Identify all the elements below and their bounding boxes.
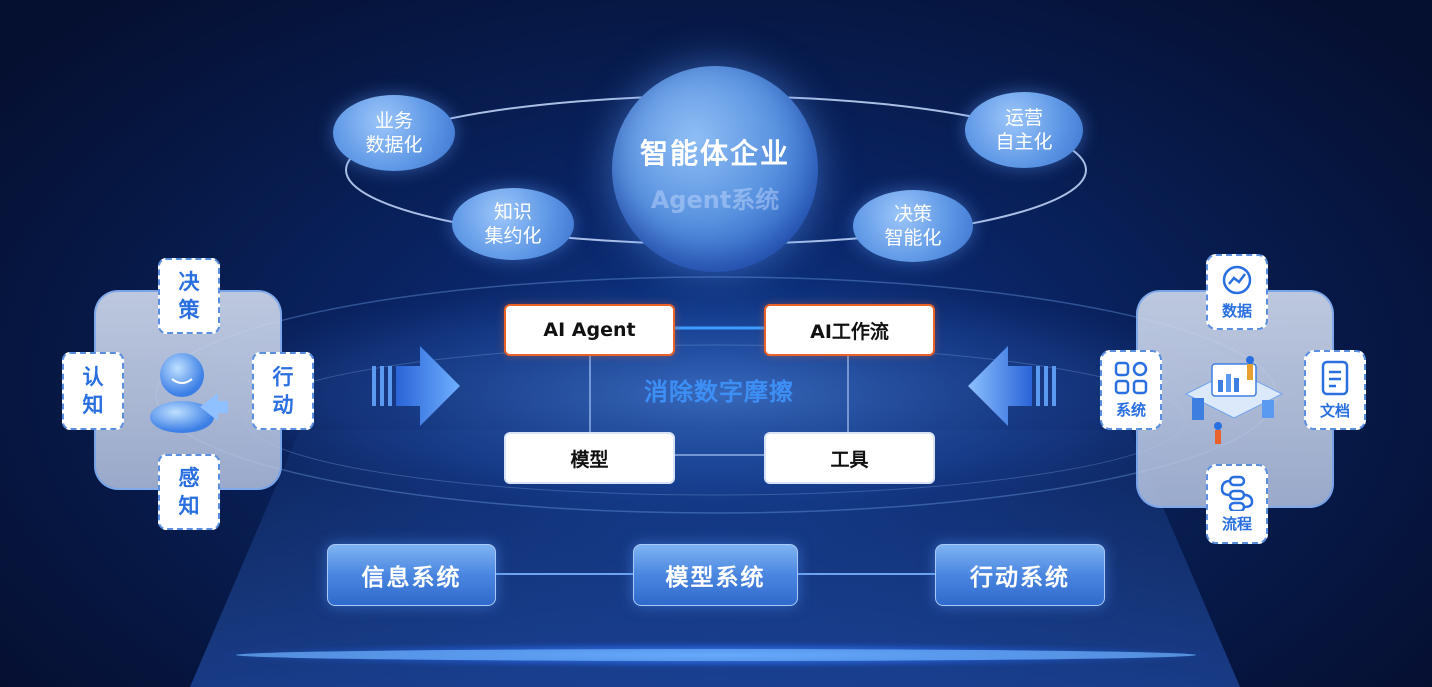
info-system-box: 信息系统 <box>327 544 496 606</box>
perception-char: 知 <box>178 494 200 518</box>
trend-chart-icon <box>1222 265 1252 294</box>
document-label: 文档 <box>1319 401 1350 420</box>
agent-avatar-icon <box>140 345 230 435</box>
system-box: 系统 <box>1100 350 1162 430</box>
action-char: 动 <box>272 393 294 417</box>
model-box: 模型 <box>504 432 675 484</box>
core-globe: 智能体企业 Agent系统 <box>612 66 818 272</box>
bubble-line: 运营 <box>1004 107 1043 129</box>
bubble-line: 智能化 <box>884 227 942 249</box>
core-subtitle: Agent系统 <box>650 186 780 214</box>
bubble-operations: 运营 自主化 <box>965 92 1083 168</box>
decision-char: 策 <box>178 298 200 322</box>
bubble-decision: 决策 智能化 <box>853 190 973 262</box>
dashboard-illustration-icon <box>1178 350 1290 450</box>
document-icon <box>1321 360 1349 395</box>
process-label: 流程 <box>1221 514 1252 533</box>
bubble-line: 集约化 <box>484 225 542 247</box>
ai-agent-box: AI Agent <box>504 304 675 356</box>
ai-workflow-box: AI工作流 <box>764 304 935 356</box>
data-box: 数据 <box>1206 254 1268 330</box>
decision-char: 决 <box>178 270 200 294</box>
decision-box: 决 策 <box>158 258 220 334</box>
perception-char: 感 <box>178 466 200 490</box>
perception-box: 感 知 <box>158 454 220 530</box>
left-arrow-icon <box>968 346 1056 426</box>
bubble-line: 决策 <box>893 203 932 225</box>
action-box: 行 动 <box>252 352 314 430</box>
bubble-line: 业务 <box>374 110 413 132</box>
cognition-box: 认 知 <box>62 352 124 430</box>
bubble-line: 自主化 <box>995 131 1053 153</box>
bubble-line: 知识 <box>493 201 532 223</box>
core-title: 智能体企业 <box>639 137 790 170</box>
tool-box: 工具 <box>764 432 935 484</box>
system-label: 系统 <box>1115 400 1146 419</box>
cognition-char: 认 <box>82 365 104 389</box>
bubble-line: 数据化 <box>365 134 423 156</box>
flow-icon <box>1220 475 1254 511</box>
cognition-char: 知 <box>82 393 104 417</box>
process-box: 流程 <box>1206 464 1268 544</box>
document-box: 文档 <box>1304 350 1366 430</box>
right-arrow-icon <box>372 346 460 426</box>
grid-apps-icon <box>1114 361 1148 394</box>
action-char: 行 <box>272 365 294 389</box>
bubble-business-data: 业务 数据化 <box>333 95 455 171</box>
bubble-knowledge: 知识 集约化 <box>452 188 574 260</box>
slogan-text: 消除数字摩擦 <box>644 378 794 406</box>
action-system-box: 行动系统 <box>935 544 1105 606</box>
data-label: 数据 <box>1221 301 1252 320</box>
model-system-box: 模型系统 <box>633 544 798 606</box>
